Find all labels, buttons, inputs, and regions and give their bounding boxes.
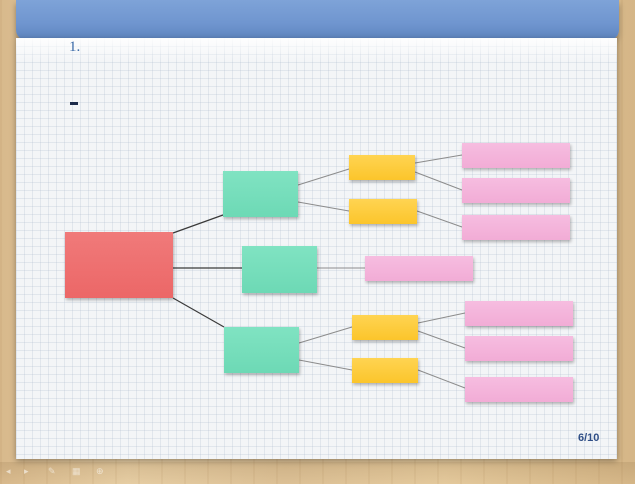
next-icon[interactable]: ▸ — [24, 466, 29, 476]
sub-node-4 — [352, 358, 418, 383]
leaf-node-1 — [462, 143, 570, 168]
connector-y3-p2 — [417, 330, 466, 349]
connector-b3-y2 — [298, 359, 353, 371]
connector-y3-p1 — [417, 312, 466, 324]
bullet-dash — [70, 102, 78, 105]
zoom-icon[interactable]: ⊕ — [96, 466, 104, 476]
notebook-binder — [16, 0, 619, 40]
sub-node-2 — [349, 199, 417, 224]
connector-y4-p3 — [417, 369, 466, 389]
connector-b3-y1 — [298, 326, 353, 344]
leaf-node-3 — [462, 215, 570, 240]
grid-icon[interactable]: ▦ — [72, 466, 81, 476]
branch-node-2 — [242, 246, 317, 293]
root-node — [65, 232, 173, 298]
leaf-node-4 — [365, 256, 473, 281]
connector-y1-p1 — [414, 154, 463, 164]
connector-b1-y1 — [297, 168, 350, 186]
heading-number: 1. — [69, 39, 81, 55]
sub-node-1 — [349, 155, 415, 180]
connector-b1-y2 — [297, 201, 350, 212]
branch-node-3 — [224, 327, 299, 373]
connector-y1-p2 — [414, 171, 463, 191]
leaf-node-5 — [465, 301, 573, 326]
branch-node-1 — [223, 171, 298, 217]
leaf-node-6 — [465, 336, 573, 361]
page-indicator: 6/10 — [578, 432, 600, 444]
connector-root-branch3 — [172, 297, 225, 328]
connector-y2-p3 — [416, 210, 463, 228]
leaf-node-7 — [465, 377, 573, 402]
bottom-strip — [0, 462, 635, 484]
connector-root-branch1 — [172, 214, 224, 234]
sub-node-3 — [352, 315, 418, 340]
page-top-highlight — [16, 38, 617, 62]
prev-icon[interactable]: ◂ — [6, 466, 11, 476]
leaf-node-2 — [462, 178, 570, 203]
pen-icon[interactable]: ✎ — [48, 466, 56, 476]
